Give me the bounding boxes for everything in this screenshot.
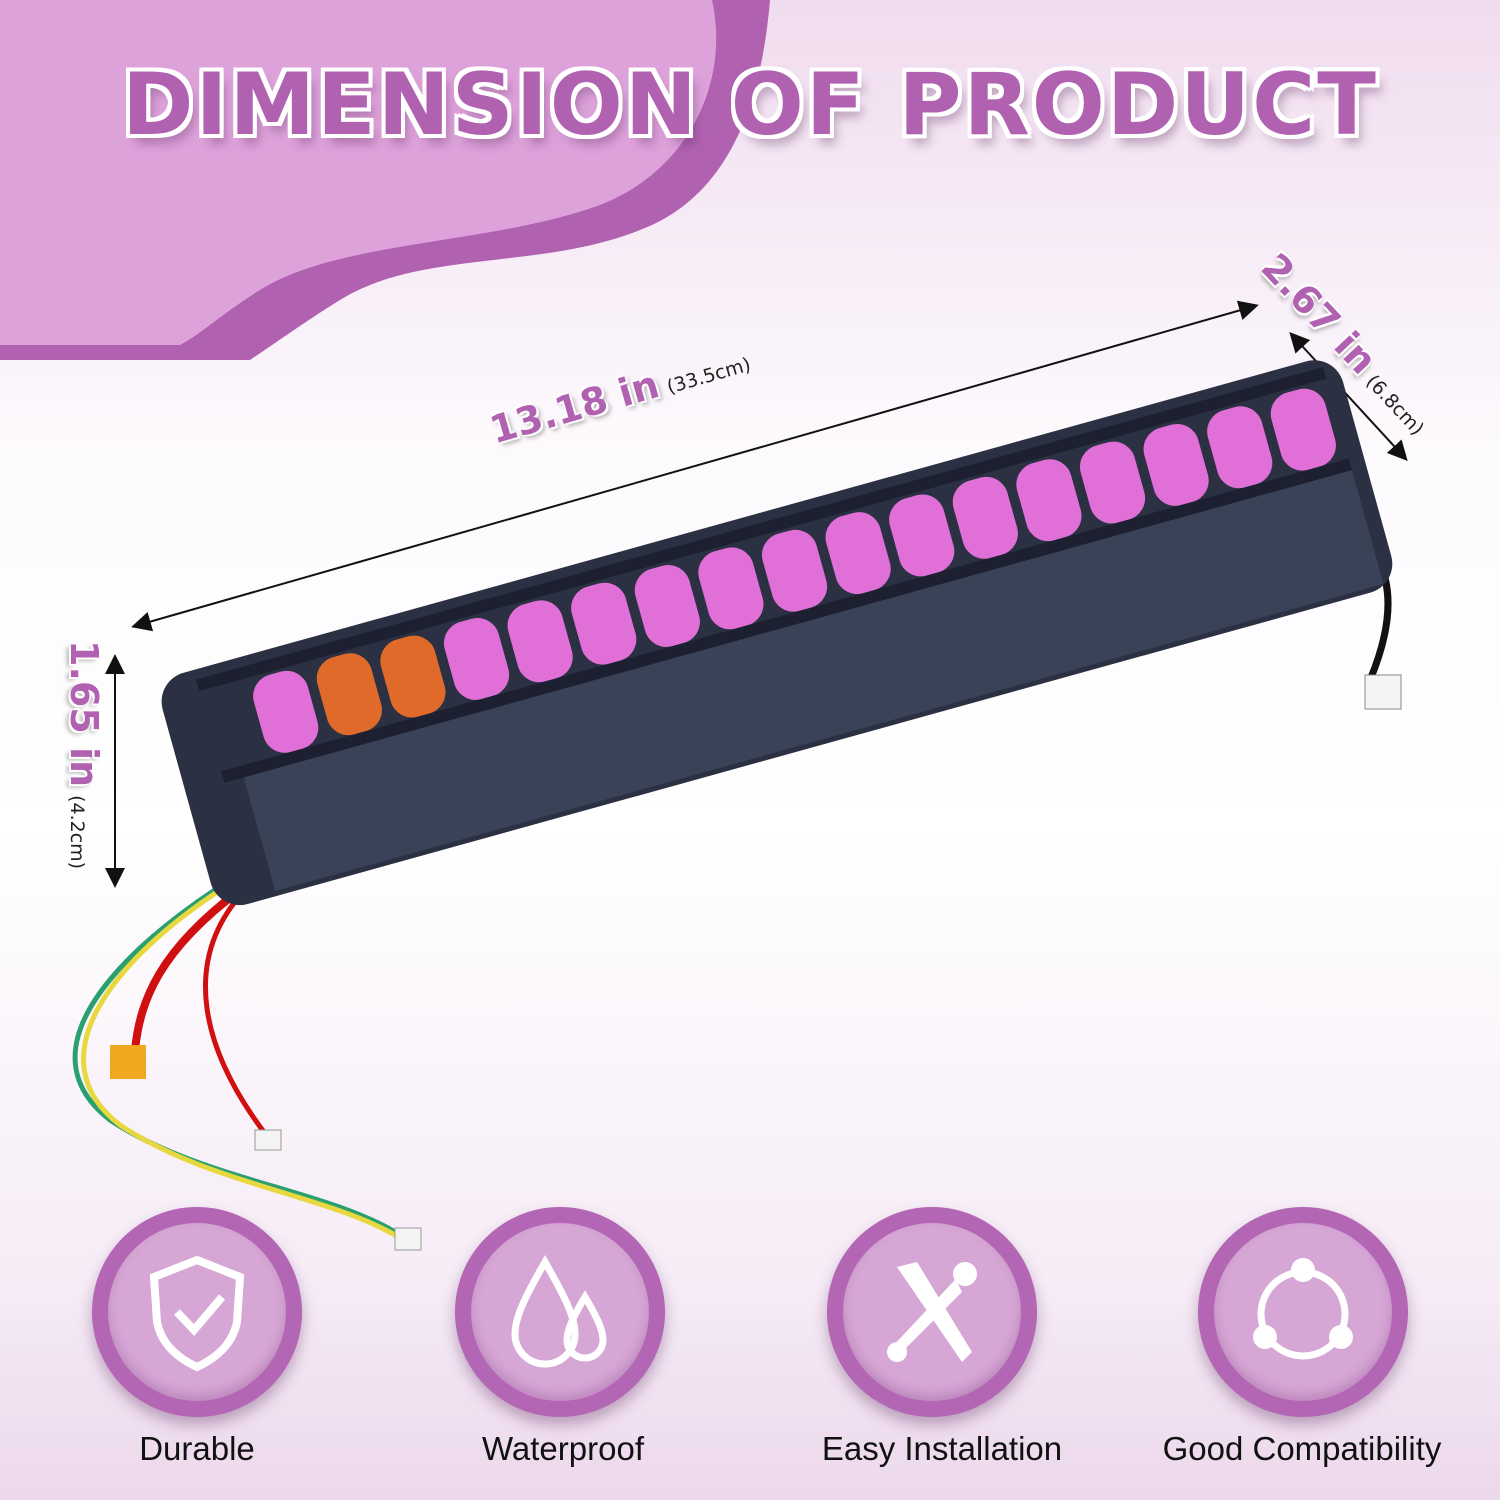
page-title: DIMENSION OF PRODUCT	[122, 55, 1378, 155]
battery-cell	[1270, 388, 1336, 471]
water-drops-icon	[511, 1254, 607, 1368]
feature-label-easy-installation: Easy Installation	[821, 1430, 1063, 1467]
battery-cell	[571, 582, 637, 665]
xt60-connector	[110, 1045, 146, 1079]
battery-cell	[443, 617, 510, 700]
feature-durable	[92, 1207, 302, 1417]
battery-cell	[761, 529, 828, 612]
cycle-nodes-icon	[1253, 1258, 1353, 1360]
battery-cell	[316, 653, 382, 736]
battery-cell	[1207, 406, 1273, 489]
length-arrow	[131, 300, 1259, 632]
feature-waterproof	[455, 1207, 665, 1417]
battery-cell	[698, 547, 764, 630]
battery-cell	[889, 494, 955, 577]
battery-cell	[1016, 459, 1082, 542]
width-arrow	[1289, 332, 1408, 461]
battery-cell	[1079, 441, 1146, 524]
background-blob	[0, 0, 770, 360]
wrench-screwdriver-icon	[887, 1262, 977, 1362]
battery-cell	[1143, 423, 1209, 506]
battery-cell	[634, 565, 700, 647]
battery-cell	[825, 512, 891, 595]
shield-check-icon	[149, 1255, 245, 1372]
feature-label-good-compatibility: Good Compatibility	[1162, 1430, 1442, 1467]
battery-cell	[253, 670, 319, 753]
battery-cell	[380, 635, 446, 718]
feature-label-durable: Durable	[139, 1430, 255, 1467]
battery-cell	[952, 476, 1018, 559]
feature-easy-installation	[827, 1207, 1037, 1417]
feature-good-compatibility	[1198, 1207, 1408, 1417]
battery-cell	[507, 600, 573, 683]
feature-label-waterproof: Waterproof	[481, 1430, 644, 1467]
